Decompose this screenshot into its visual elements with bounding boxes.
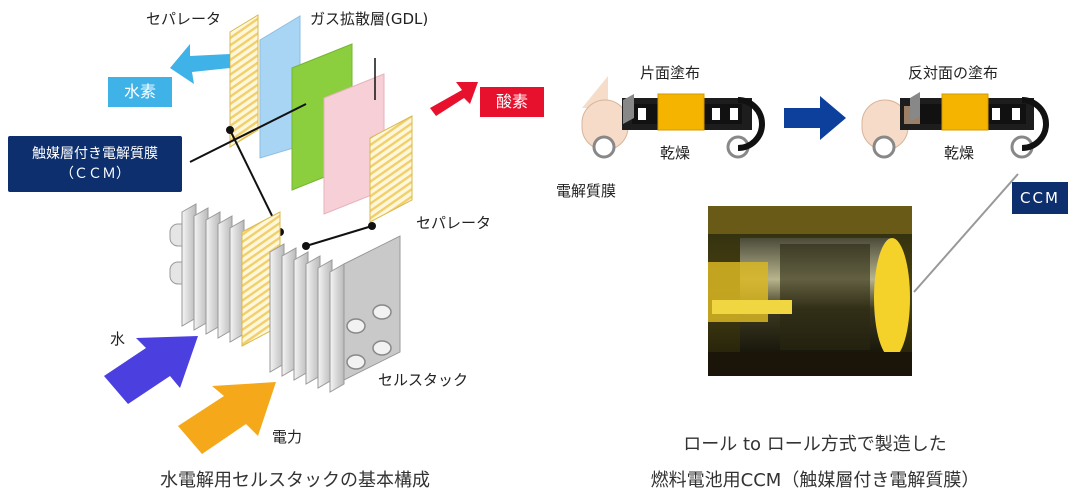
right-caption-line2: 燃料電池用CCM（触媒層付き電解質膜） [650, 470, 980, 491]
water-arrow-icon [104, 336, 198, 404]
one-side-coating-label: 片面塗布 [640, 64, 701, 82]
ccm-roll-photo [708, 206, 912, 376]
gdl-label: ガス拡散層(GDL) [310, 10, 429, 28]
oxygen-arrow-icon [430, 82, 478, 116]
hydrogen-arrow-icon [170, 44, 230, 84]
right-caption-line1: ロール to ロール方式で製造した [683, 434, 947, 455]
cell-stack [169, 203, 401, 393]
power-arrow-icon [178, 382, 276, 454]
other-side-coating-label: 反対面の塗布 [908, 64, 999, 82]
drying-label-1: 乾燥 [660, 144, 691, 162]
process-arrow-icon [784, 96, 846, 140]
exploded-cell [229, 14, 413, 223]
connector-lines [189, 103, 373, 247]
separator-right-label: セパレータ [416, 214, 492, 232]
ccm-label-box: 触媒層付き電解質膜 （ＣＣＭ） [8, 136, 182, 192]
water-label: 水 [110, 330, 126, 348]
hydrogen-badge: 水素 [108, 77, 172, 107]
ccm-label-line1: 触媒層付き電解質膜 [32, 146, 158, 162]
ccm-label-line2: （ＣＣＭ） [60, 166, 130, 182]
oxygen-badge: 酸素 [480, 87, 544, 117]
drying-label-2: 乾燥 [944, 144, 975, 162]
left-caption: 水電解用セルスタックの基本構成 [160, 470, 430, 491]
cell-stack-label: セルスタック [378, 371, 469, 389]
process-other-side [861, 92, 1049, 159]
separator-plate-right [369, 115, 413, 223]
separator-top-label: セパレータ [146, 10, 222, 28]
ccm-badge: CCM [1012, 182, 1068, 214]
power-label: 電力 [272, 428, 303, 446]
membrane-label: 電解質膜 [556, 182, 617, 200]
separator-plate-left [229, 14, 259, 148]
process-one-side [581, 76, 765, 159]
